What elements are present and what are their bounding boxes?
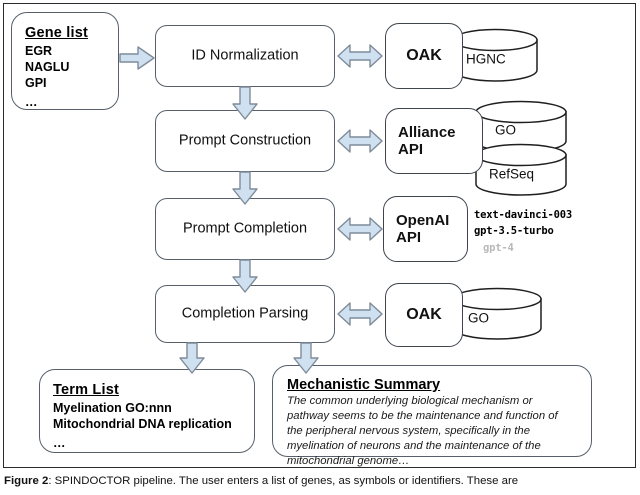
database-refseq: RefSeq [475,143,567,196]
step-id-normalization: ID Normalization [155,25,335,87]
arrow-idnorm-to-promptconstruction [231,86,259,120]
model-name: gpt-3.5-turbo [474,225,554,238]
output-mechanistic-summary-box: Mechanistic Summary The common underlyin… [272,365,592,467]
database-label: RefSeq [489,166,535,182]
service-label-line: API [398,141,424,158]
service-label-line: OpenAI [396,211,450,229]
service-label-line: Alliance [398,123,456,141]
term-list-ellipsis: … [53,436,66,450]
arrow-promptconstruction-alliance [337,127,383,155]
service-label: OAK [406,305,442,323]
service-label: Alliance API [386,124,482,159]
term-list-content: Term List Myelination GO:nnn Mitochondri… [53,381,246,450]
service-label: OAK [406,46,442,64]
step-label: ID Normalization [191,47,299,64]
service-alliance-api: Alliance API [385,108,483,174]
summary-line: pathway seems to be the maintenance and … [287,410,558,423]
openai-model-list: text-davinci-003 gpt-3.5-turbo gpt-4 [474,207,634,256]
gene-list-item: GPI [25,76,47,90]
summary-line: mitochondrial genome… [287,455,410,468]
arrow-completionparsing-to-termlist [178,342,206,374]
figure-caption: Figure 2: SPINDOCTOR pipeline. The user … [4,474,636,488]
gene-list-title: Gene list [25,25,89,41]
gene-list-content: Gene list EGR NAGLU GPI … [25,24,110,109]
mechanistic-summary-body: The common underlying biological mechani… [287,394,581,469]
term-list-item: Myelination GO:nnn [53,401,172,415]
model-name: text-davinci-003 [474,209,572,221]
mechanistic-summary-content: Mechanistic Summary The common underlyin… [287,376,581,469]
output-term-list-box: Term List Myelination GO:nnn Mitochondri… [39,369,255,453]
term-list-title: Term List [53,382,119,398]
arrow-promptconstruction-to-promptcompletion [231,171,259,205]
service-oak-2: OAK [385,283,463,347]
gene-list-ellipsis: … [25,95,38,109]
step-prompt-construction: Prompt Construction [155,110,335,172]
service-label: OpenAI API [384,212,467,247]
arrow-completionparsing-oak [337,300,383,328]
arrow-genelist-to-idnorm [119,44,155,72]
database-go-2: GO [452,287,542,340]
step-label: Prompt Completion [182,220,308,237]
figure-caption-text: : SPINDOCTOR pipeline. The user enters a… [48,475,519,487]
summary-line: the peripheral nervous system, specifica… [287,425,530,438]
summary-line: myelination of neurons and the maintenan… [287,440,541,453]
arrow-promptcompletion-to-completionparsing [231,259,259,293]
database-label: GO [495,122,517,138]
database-hgnc: HGNC [452,28,538,82]
term-list-item: Mitochondrial DNA replication [53,417,232,431]
model-name-inactive: gpt-4 [483,241,514,254]
service-oak-1: OAK [385,23,463,89]
gene-list-item: EGR [25,44,53,58]
mechanistic-summary-title: Mechanistic Summary [287,377,441,393]
step-label: Prompt Construction [178,132,312,149]
arrow-completionparsing-to-summary [292,342,320,374]
gene-list-box: Gene list EGR NAGLU GPI … [11,12,119,110]
arrow-idnorm-oak [337,42,383,70]
gene-list-item: NAGLU [25,60,70,74]
service-label-line: API [396,229,422,246]
step-prompt-completion: Prompt Completion [155,198,335,260]
figure-caption-label: Figure 2 [4,475,49,487]
summary-line: The common underlying biological mechani… [287,395,533,407]
database-label: GO [468,310,490,326]
step-completion-parsing: Completion Parsing [155,285,335,343]
step-label: Completion Parsing [181,305,309,322]
service-openai-api: OpenAI API [383,196,468,262]
database-label: HGNC [466,51,506,67]
arrow-promptcompletion-openai [337,215,383,243]
